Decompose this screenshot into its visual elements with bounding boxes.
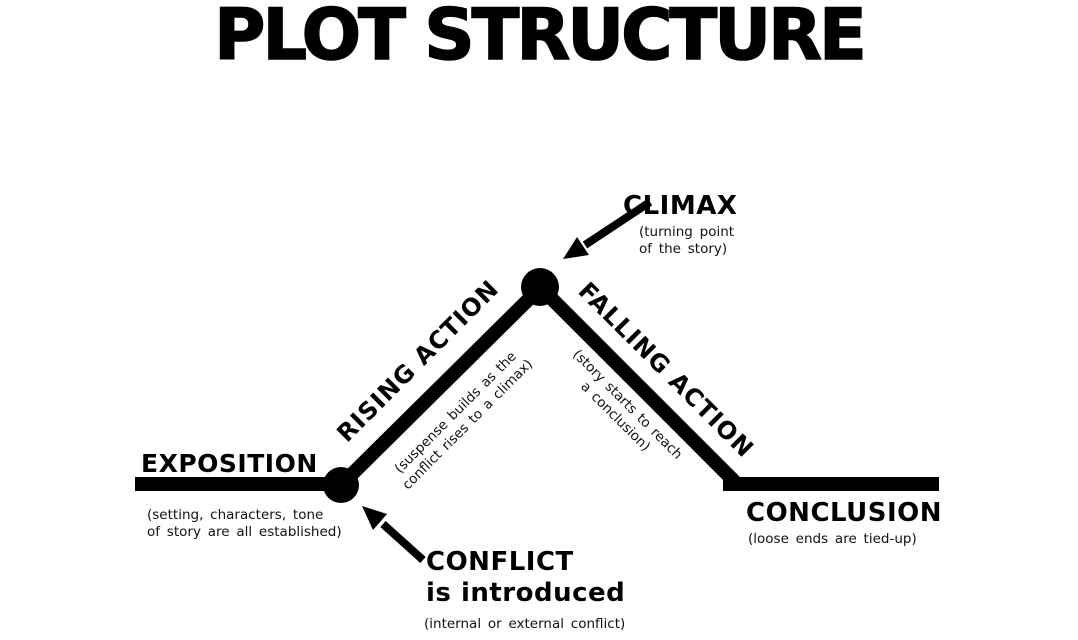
climax-point-dot [521, 268, 559, 306]
climax-description-line1: (turning point [639, 224, 735, 240]
conflict-label-line1: CONFLICT [426, 547, 574, 577]
climax-label: CLIMAX [623, 191, 738, 221]
conflict-label-line2: is introduced [426, 578, 626, 608]
exposition-description: (setting, characters, tone of story are … [147, 507, 342, 541]
diagram-title: PLOT STRUCTURE [213, 0, 867, 77]
climax-arrow [563, 198, 653, 259]
climax-description-line2: of the story) [639, 241, 728, 257]
conflict-arrow [362, 506, 426, 563]
exposition-description-line2: of story are all established) [147, 524, 342, 540]
conclusion-label: CONCLUSION [746, 498, 943, 528]
conflict-point-dot [323, 467, 359, 503]
rising-action-line [336, 283, 545, 490]
conflict-label: CONFLICT is introduced [426, 547, 625, 609]
conclusion-description: (loose ends are tied-up) [748, 531, 917, 547]
falling-action-line [535, 282, 742, 489]
exposition-label: EXPOSITION [141, 449, 318, 478]
exposition-description-line1: (setting, characters, tone [147, 507, 324, 523]
conflict-description: (internal or external conflict) [424, 616, 626, 632]
climax-description: (turning point of the story) [639, 224, 734, 258]
